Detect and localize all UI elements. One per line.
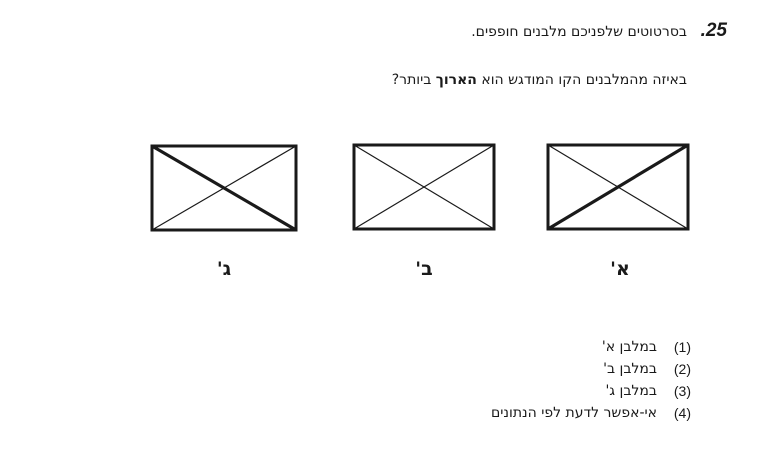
answer-option-2[interactable]: (2) במלבן ב'	[291, 358, 691, 380]
bold-diagonal-line	[547, 143, 689, 231]
option-number: (3)	[673, 383, 691, 399]
option-text: במלבן ב'	[603, 361, 657, 377]
question-stem: בסרטוטים שלפניכם מלבנים חופפים.	[471, 24, 687, 40]
answer-option-3[interactable]: (3) במלבן ג'	[291, 380, 691, 402]
rectangle-outline	[546, 143, 690, 231]
rectangle-figure-alef	[546, 143, 690, 231]
thin-diagonal-line	[151, 145, 297, 231]
thin-diagonal-line	[353, 144, 495, 230]
answer-option-4[interactable]: (4) אי-אפשר לדעת לפי הנתונים	[291, 402, 691, 424]
rectangle-outline	[352, 143, 496, 231]
figure-label-bet: ב'	[415, 258, 433, 280]
option-number: (1)	[673, 339, 691, 355]
rectangle-outline	[150, 144, 298, 232]
figure-label-alef: א'	[610, 258, 630, 280]
question-number: .25	[700, 20, 727, 41]
option-text: אי-אפשר לדעת לפי הנתונים	[490, 405, 657, 421]
question-prompt-start: באיזה מהמלבנים הקו המודגש הוא	[476, 72, 687, 88]
answer-option-1[interactable]: (1) במלבן א'	[291, 336, 691, 358]
question-prompt-emphasis: הארוך	[435, 72, 477, 88]
figure-label-gimel: ג'	[216, 258, 232, 280]
question-prompt: באיזה מהמלבנים הקו המודגש הוא הארוך ביות…	[392, 72, 687, 88]
option-number: (2)	[673, 361, 691, 377]
question-prompt-end: ביותר?	[391, 72, 436, 88]
rectangle-figure-gimel	[150, 144, 298, 232]
option-number: (4)	[673, 405, 691, 421]
option-text: במלבן א'	[601, 339, 657, 355]
rectangle-figure-bet	[352, 143, 496, 231]
option-text: במלבן ג'	[605, 383, 657, 399]
answer-options-list: (1) במלבן א' (2) במלבן ב' (3) במלבן ג' (…	[291, 336, 691, 424]
